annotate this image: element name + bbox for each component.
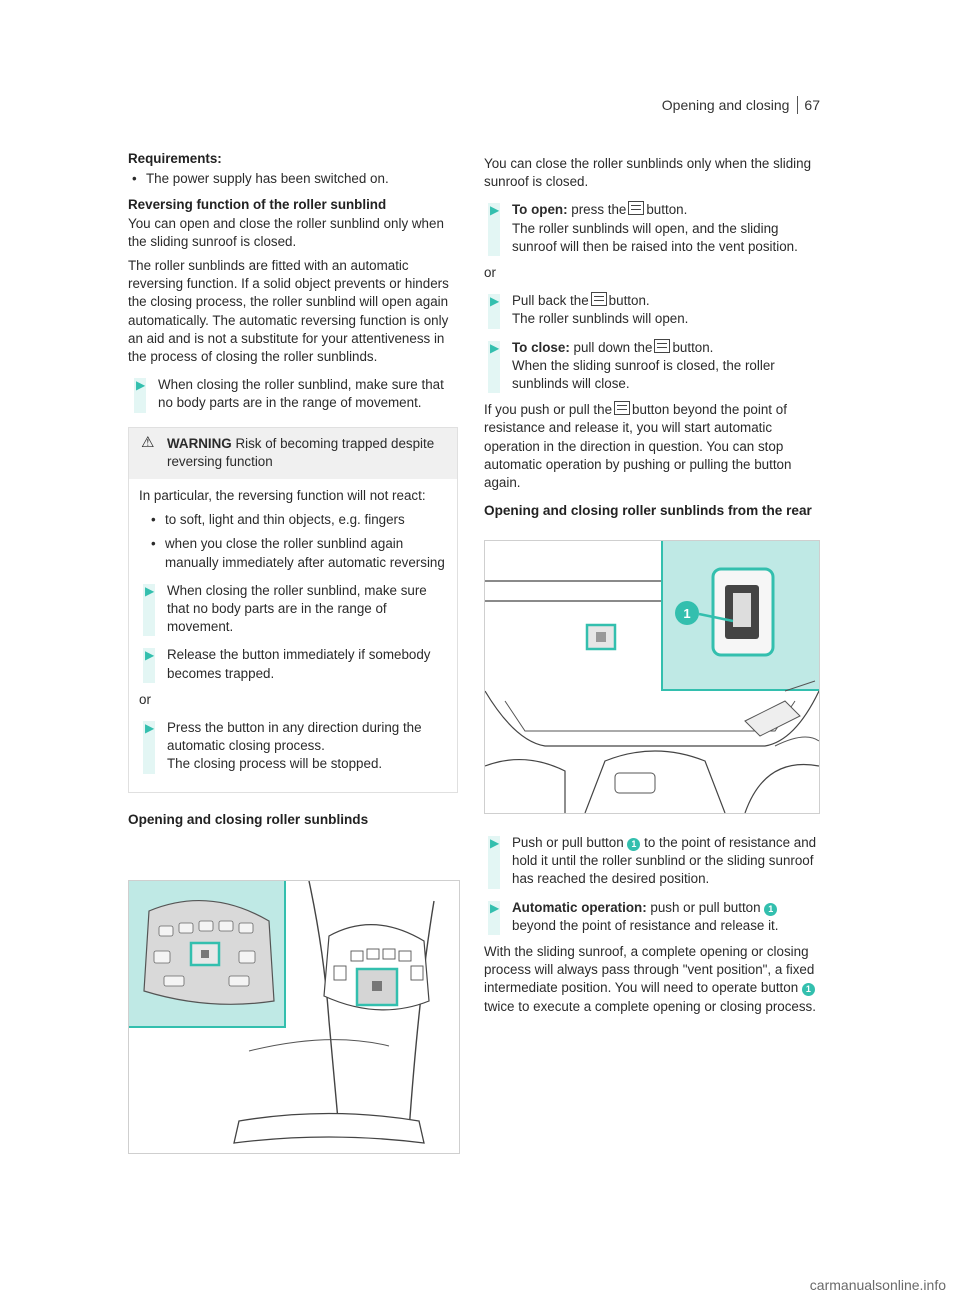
warning-header: ⚠ WARNING Risk of becoming trapped despi… — [129, 427, 457, 480]
page-header: Opening and closing 67 — [640, 96, 820, 115]
overhead-panel-illustration — [128, 880, 460, 1154]
reversing-title: Reversing function of the roller sunblin… — [128, 197, 387, 213]
warning-step: ▶Release the button immediately if someb… — [143, 646, 447, 684]
sunblind-button-icon — [614, 401, 631, 416]
sunblind-button-icon — [628, 201, 645, 216]
callout-1-icon: 1 — [764, 902, 778, 916]
bullet-icon: • — [151, 536, 156, 552]
right-or: or — [484, 265, 496, 281]
warning-item: •when you close the roller sunblind agai… — [151, 536, 445, 570]
page-number: 67 — [797, 96, 820, 115]
push-pull-step: ▶ Push or pull button 1 to the point of … — [488, 834, 820, 889]
overhead-panel-drawing — [129, 881, 435, 1144]
warning-title: Risk of becoming trapped despite reversi… — [167, 435, 435, 469]
section-title: Opening and closing roller sunblinds — [128, 811, 369, 827]
warning-label: WARNING — [167, 435, 232, 451]
callout-1-icon: 1 — [627, 838, 641, 851]
right-column: You can close the roller sunblinds only … — [484, 155, 820, 530]
warning-intro: In particular, the reversing function wi… — [139, 488, 426, 504]
warning-step: ▶When closing the roller sunblind, make … — [143, 582, 447, 637]
callout-1-label: 1 — [683, 606, 690, 621]
instruction-step: ▶When closing the roller sunblind, make … — [134, 376, 458, 414]
header-title: Opening and closing — [661, 97, 790, 113]
right-intro: You can close the roller sunblinds only … — [484, 156, 812, 190]
right-column-lower: ▶ Push or pull button 1 to the point of … — [484, 824, 820, 1022]
warning-step: ▶Press the button in any direction durin… — [143, 719, 447, 774]
arrow-icon: ▶ — [490, 340, 500, 355]
callout-1-icon: 1 — [801, 983, 815, 997]
arrow-icon: ▶ — [490, 900, 500, 915]
watermark: carmanualsonline.info — [809, 1277, 946, 1293]
final-paragraph: With the sliding sunroof, a complete ope… — [484, 944, 816, 1014]
automatic-operation-step: ▶ Automatic operation: push or pull butt… — [488, 899, 820, 936]
callout-1 — [675, 601, 699, 625]
arrow-icon: ▶ — [145, 583, 155, 598]
reversing-paragraph-2: The roller sunblinds are fitted with an … — [128, 258, 449, 365]
bullet-icon: • — [151, 512, 156, 528]
arrow-icon: ▶ — [145, 648, 155, 663]
rear-roof-illustration: 1 — [484, 540, 820, 814]
reversing-paragraph-1: You can open and close the roller sunbli… — [128, 215, 444, 249]
warning-item: •to soft, light and thin objects, e.g. f… — [147, 511, 447, 529]
left-column: Requirements: •The power supply has been… — [128, 150, 458, 839]
arrow-icon: ▶ — [490, 294, 500, 309]
rear-roof-drawing: 1 — [485, 541, 819, 813]
arrow-icon: ▶ — [145, 721, 155, 736]
requirements-title: Requirements: — [128, 151, 222, 166]
arrow-icon: ▶ — [490, 836, 500, 850]
warning-or: or — [139, 691, 151, 707]
warning-box: ⚠ WARNING Risk of becoming trapped despi… — [128, 426, 458, 793]
sunblind-button-icon — [590, 292, 607, 307]
rear-section-title: Opening and closing roller sunblinds fro… — [484, 503, 812, 519]
requirement-item: •The power supply has been switched on. — [128, 170, 458, 188]
bullet-icon: • — [132, 171, 137, 187]
sunblind-button-icon — [654, 338, 671, 353]
arrow-icon: ▶ — [136, 378, 146, 393]
warning-body: In particular, the reversing function wi… — [129, 479, 457, 792]
arrow-icon: ▶ — [490, 203, 500, 218]
warning-triangle-icon: ⚠ — [141, 433, 155, 451]
